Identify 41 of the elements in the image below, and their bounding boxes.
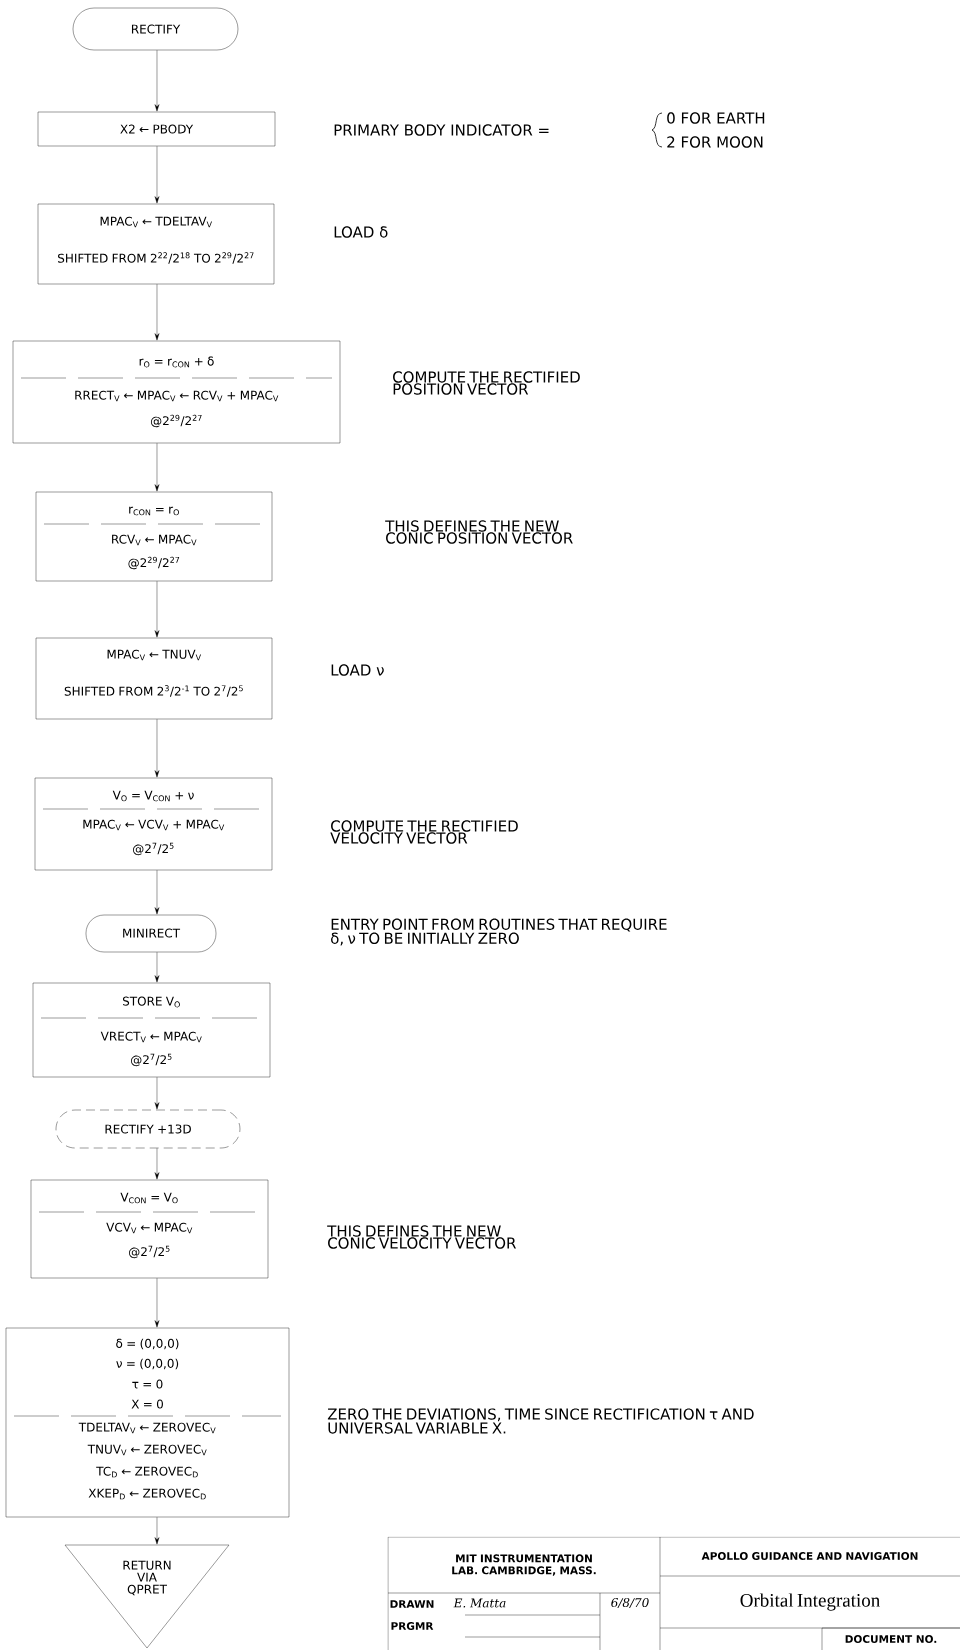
arrow [154, 1077, 160, 1110]
process-box: V$_{CON}$ = V$_{O}$ VCV$_{V}$ ← MPAC$_{V}$ @2$^{7}$/2$^{5}$ [30, 1179, 269, 1279]
annotation-text: ENTRY POINT FROM ROUTINES THAT REQUIRE δ, ν TO BE INITIALLY ZERO [331, 918, 667, 946]
title-block-text: E. Matta [453, 1598, 506, 1608]
arrow [154, 146, 160, 204]
annotation-text: COMPUTE THE RECTIFIED POSITION VECTOR [393, 371, 580, 395]
process-box: r$_{O}$ = r$_{CON}$ + δ RRECT$_{V}$ ← MPAC$_{V}$ ← RCV$_{V}$ + MPAC$_{V}$ @2$^{29}$/2$^{27}$ [12, 340, 341, 444]
arrow [154, 1148, 160, 1180]
process-box: r$_{CON}$ = r$_{O}$ RCV$_{V}$ ← MPAC$_{V}$ @2$^{29}$/2$^{27}$ [35, 491, 273, 582]
process-box: V$_{O}$ = V$_{CON}$ + ν MPAC$_{V}$ ← VCV$_{V}$ + MPAC$_{V}$ @2$^{7}$/2$^{5}$ [34, 777, 273, 871]
title-block-text: Orbital Integration [740, 1593, 880, 1611]
title-block-text: DOCUMENT NO. [845, 1635, 937, 1643]
title-block-text: 6/8/70 [611, 1598, 649, 1608]
arrow [154, 1517, 160, 1545]
title-block-text: PRGMR [391, 1622, 434, 1630]
arrow [154, 952, 160, 983]
annotation-text: THIS DEFINES THE NEW CONIC VELOCITY VECTOR [327, 1225, 516, 1249]
annotation-text: 0 FOR EARTH [667, 112, 765, 124]
title-block-text: MIT INSTRUMENTATION LAB. CAMBRIDGE, MASS. [452, 1554, 596, 1576]
annotation-text: LOAD δ [334, 226, 388, 238]
arrow [154, 1278, 160, 1328]
process-box: MPAC$_{V}$ ← TDELTAV$_{V}$ SHIFTED FROM 2$^{22}$/2$^{18}$ TO 2$^{29}$/2$^{27}$ [37, 203, 275, 285]
arrow [154, 443, 160, 492]
annotation-text: LOAD ν [331, 664, 384, 676]
title-block-text: DRAWN [390, 1600, 434, 1608]
process-box: MPAC$_{V}$ ← TNUV$_{V}$ SHIFTED FROM 2$^{3}$/2$^{-1}$ TO 2$^{7}$/2$^{5}$ [35, 637, 273, 720]
title-block-text: APOLLO GUIDANCE AND NAVIGATION [701, 1552, 918, 1560]
arrow [154, 284, 160, 341]
arrow [154, 50, 160, 112]
annotation-text: 2 FOR MOON [667, 136, 763, 148]
process-box: STORE V$_{O}$ VRECT$_{V}$ ← MPAC$_{V}$ @2$^{7}$/2$^{5}$ [32, 982, 271, 1078]
annotation-text: ZERO THE DEVIATIONS, TIME SINCE RECTIFICATION τ AND UNIVERSAL VARIABLE X. [327, 1408, 754, 1434]
annotation-text: PRIMARY BODY INDICATOR = [334, 124, 549, 136]
arrow [154, 870, 160, 915]
process-box: δ = (0,0,0) ν = (0,0,0) τ = 0 X = 0 TDELTAV$_{V}$ ← ZEROVEC$_{V}$ TNUV$_{V}$ ← ZEROVEC$_{V}$ TC$_{D}$ ← ZEROVEC$_{D}$ XKEP$_{D}$ ← ZEROVEC$_{D}$ [5, 1327, 290, 1518]
process-box: X2 ← PBODY [37, 111, 276, 147]
arrow [154, 719, 160, 778]
return-triangle: RETURN VIA QPRET [64, 1544, 230, 1649]
annotation-text: COMPUTE THE RECTIFIED VELOCITY VECTOR [330, 820, 518, 844]
arrow [154, 581, 160, 638]
annotation-text: THIS DEFINES THE NEW CONIC POSITION VECTOR [385, 520, 573, 544]
